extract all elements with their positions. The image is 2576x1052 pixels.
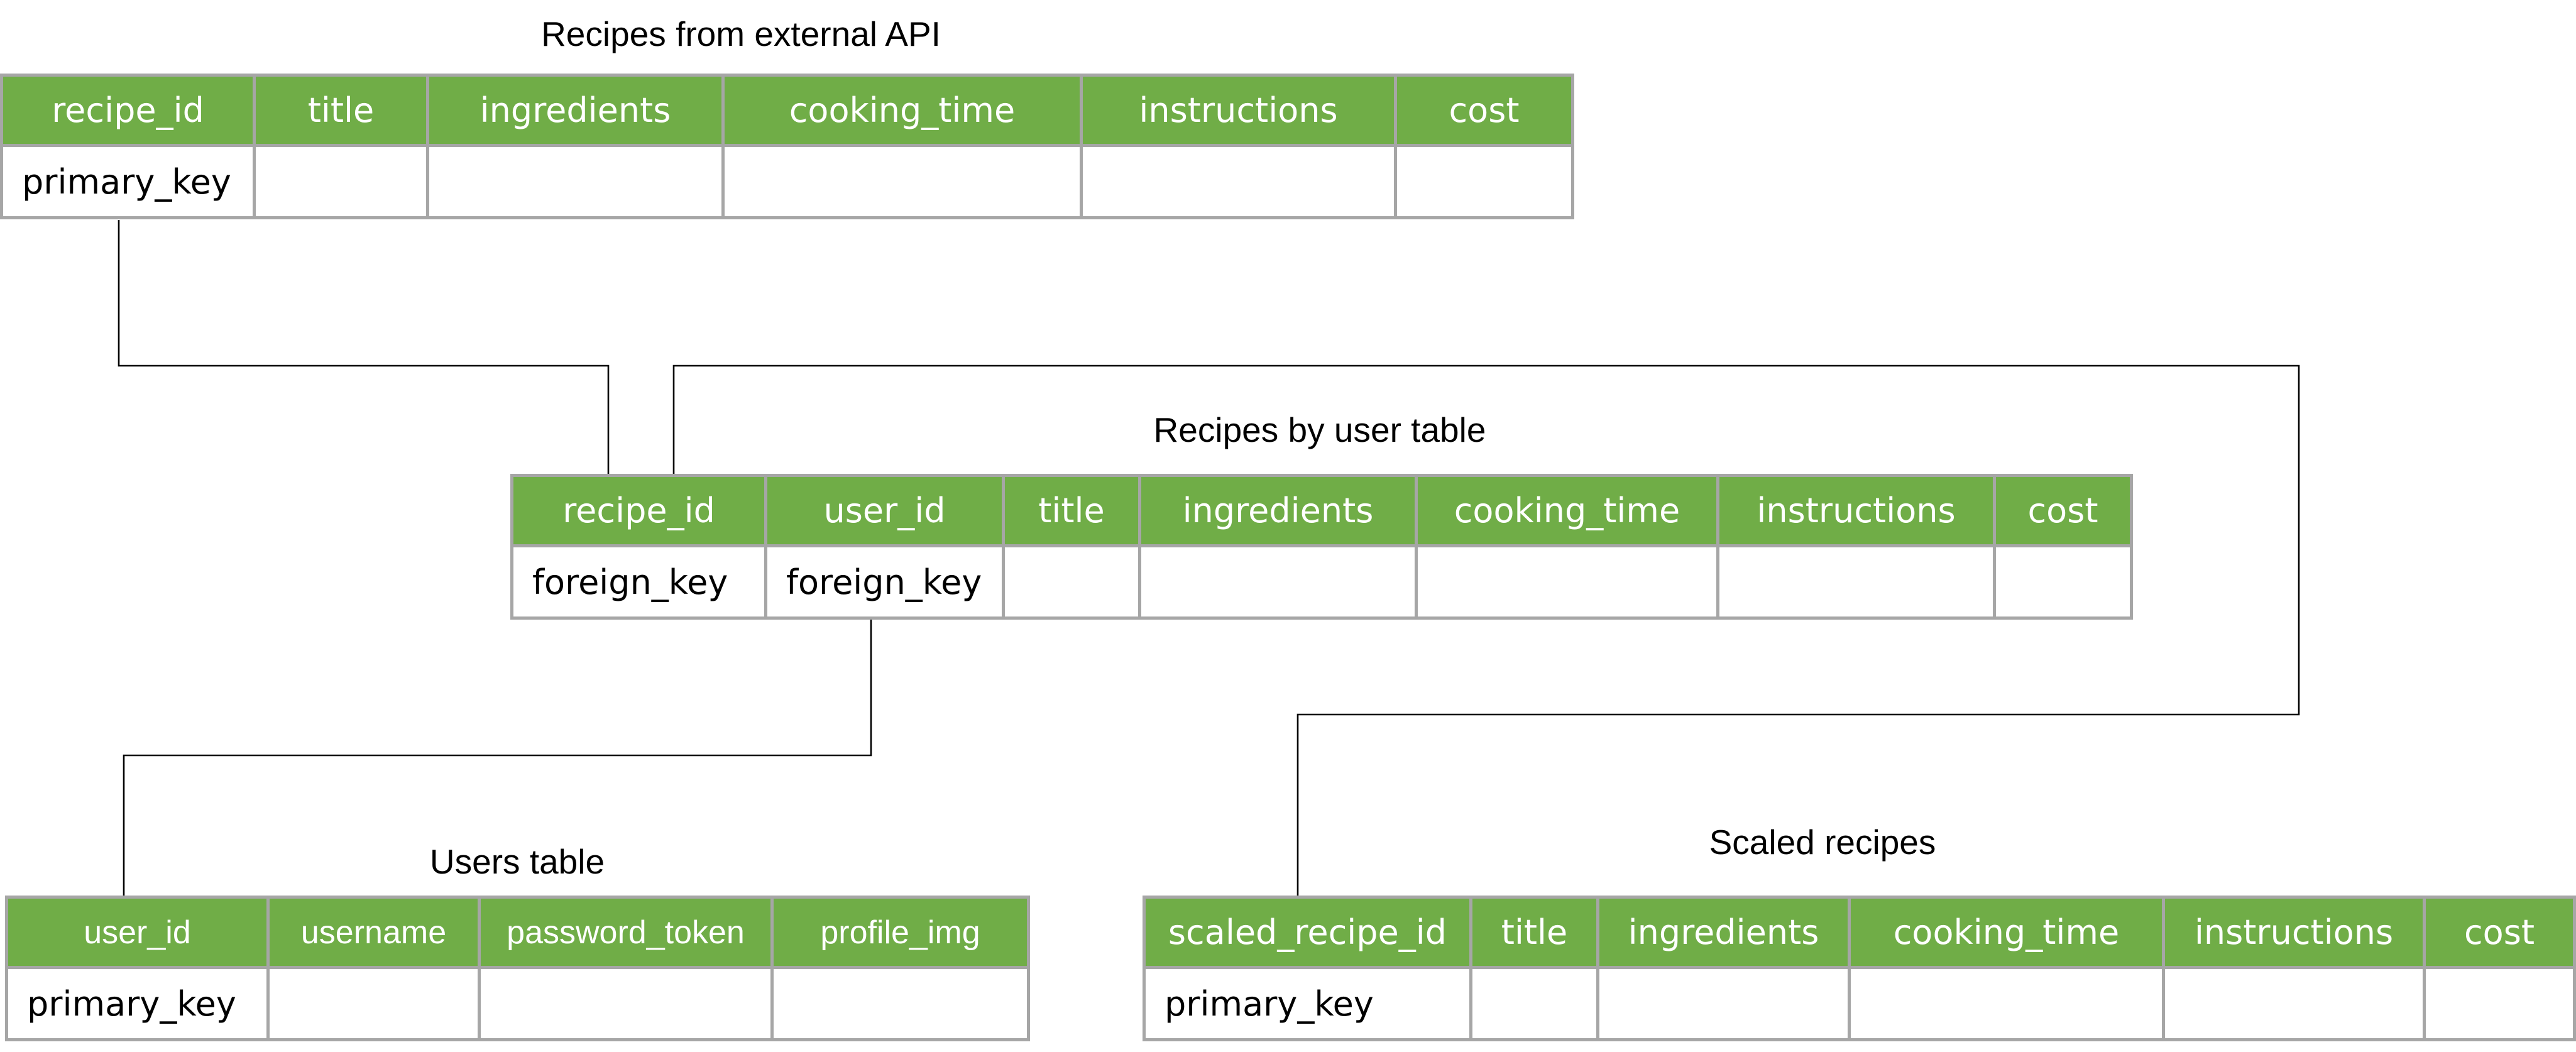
column-header: ingredients	[426, 74, 725, 147]
external-recipes-table: recipe_id title ingredients cooking_time…	[0, 74, 1574, 219]
table-cell	[2162, 966, 2426, 1041]
connector-external-to-user-recipes	[118, 220, 610, 476]
table-header-row: recipe_id title ingredients cooking_time…	[0, 74, 1574, 147]
column-header: username	[266, 896, 481, 969]
column-header: title	[1002, 474, 1141, 547]
table-cell	[1716, 544, 1996, 620]
table-cell	[1469, 966, 1599, 1041]
table-cell	[253, 144, 429, 219]
table-cell	[1002, 544, 1141, 620]
column-header: cost	[1394, 74, 1574, 147]
table-cell	[1993, 544, 2133, 620]
column-header: ingredients	[1138, 474, 1418, 547]
table-cell	[1394, 144, 1574, 219]
external-recipes-title: Recipes from external API	[541, 14, 941, 53]
column-header: profile_img	[770, 896, 1030, 969]
table-row: primary_key	[5, 966, 1030, 1041]
column-header: recipe_id	[0, 74, 256, 147]
column-header: instructions	[2162, 896, 2426, 969]
column-header: cooking_time	[721, 74, 1083, 147]
column-header: password_token	[478, 896, 774, 969]
scaled-recipes-title: Scaled recipes	[1709, 823, 1936, 862]
column-header: user_id	[5, 896, 270, 969]
table-cell	[1596, 966, 1851, 1041]
table-row: foreign_key foreign_key	[510, 544, 2133, 620]
column-header: recipe_id	[510, 474, 767, 547]
table-cell	[770, 966, 1030, 1041]
table-cell	[1415, 544, 1719, 620]
column-header: title	[253, 74, 429, 147]
table-header-row: scaled_recipe_id title ingredients cooki…	[1143, 896, 2576, 969]
connector-user-recipes-to-scaled	[672, 364, 2300, 897]
column-header: cooking_time	[1848, 896, 2165, 969]
table-cell: foreign_key	[764, 544, 1005, 620]
column-header: title	[1469, 896, 1599, 969]
table-header-row: recipe_id user_id title ingredients cook…	[510, 474, 2133, 547]
user-recipes-title: Recipes by user table	[1153, 410, 1486, 449]
user-recipes-table: recipe_id user_id title ingredients cook…	[510, 474, 2133, 620]
users-title: Users table	[429, 842, 605, 881]
table-header-row: user_id username password_token profile_…	[5, 896, 1030, 969]
table-cell	[2423, 966, 2576, 1041]
users-table: user_id username password_token profile_…	[5, 896, 1030, 1041]
column-header: cost	[1993, 474, 2133, 547]
table-row: primary_key	[1143, 966, 2576, 1041]
column-header: cooking_time	[1415, 474, 1719, 547]
column-header: instructions	[1716, 474, 1996, 547]
column-header: scaled_recipe_id	[1143, 896, 1472, 969]
column-header: instructions	[1080, 74, 1397, 147]
table-cell	[426, 144, 725, 219]
column-header: user_id	[764, 474, 1005, 547]
table-cell: primary_key	[0, 144, 256, 219]
table-cell: foreign_key	[510, 544, 767, 620]
table-cell: primary_key	[5, 966, 270, 1041]
column-header: ingredients	[1596, 896, 1851, 969]
table-cell	[266, 966, 481, 1041]
connector-user-recipes-to-users	[123, 618, 872, 897]
column-header: cost	[2423, 896, 2576, 969]
scaled-recipes-table: scaled_recipe_id title ingredients cooki…	[1143, 896, 2576, 1041]
table-row: primary_key	[0, 144, 1574, 219]
table-cell	[1848, 966, 2165, 1041]
table-cell	[721, 144, 1083, 219]
table-cell	[1138, 544, 1418, 620]
table-cell: primary_key	[1143, 966, 1472, 1041]
table-cell	[1080, 144, 1397, 219]
table-cell	[478, 966, 774, 1041]
